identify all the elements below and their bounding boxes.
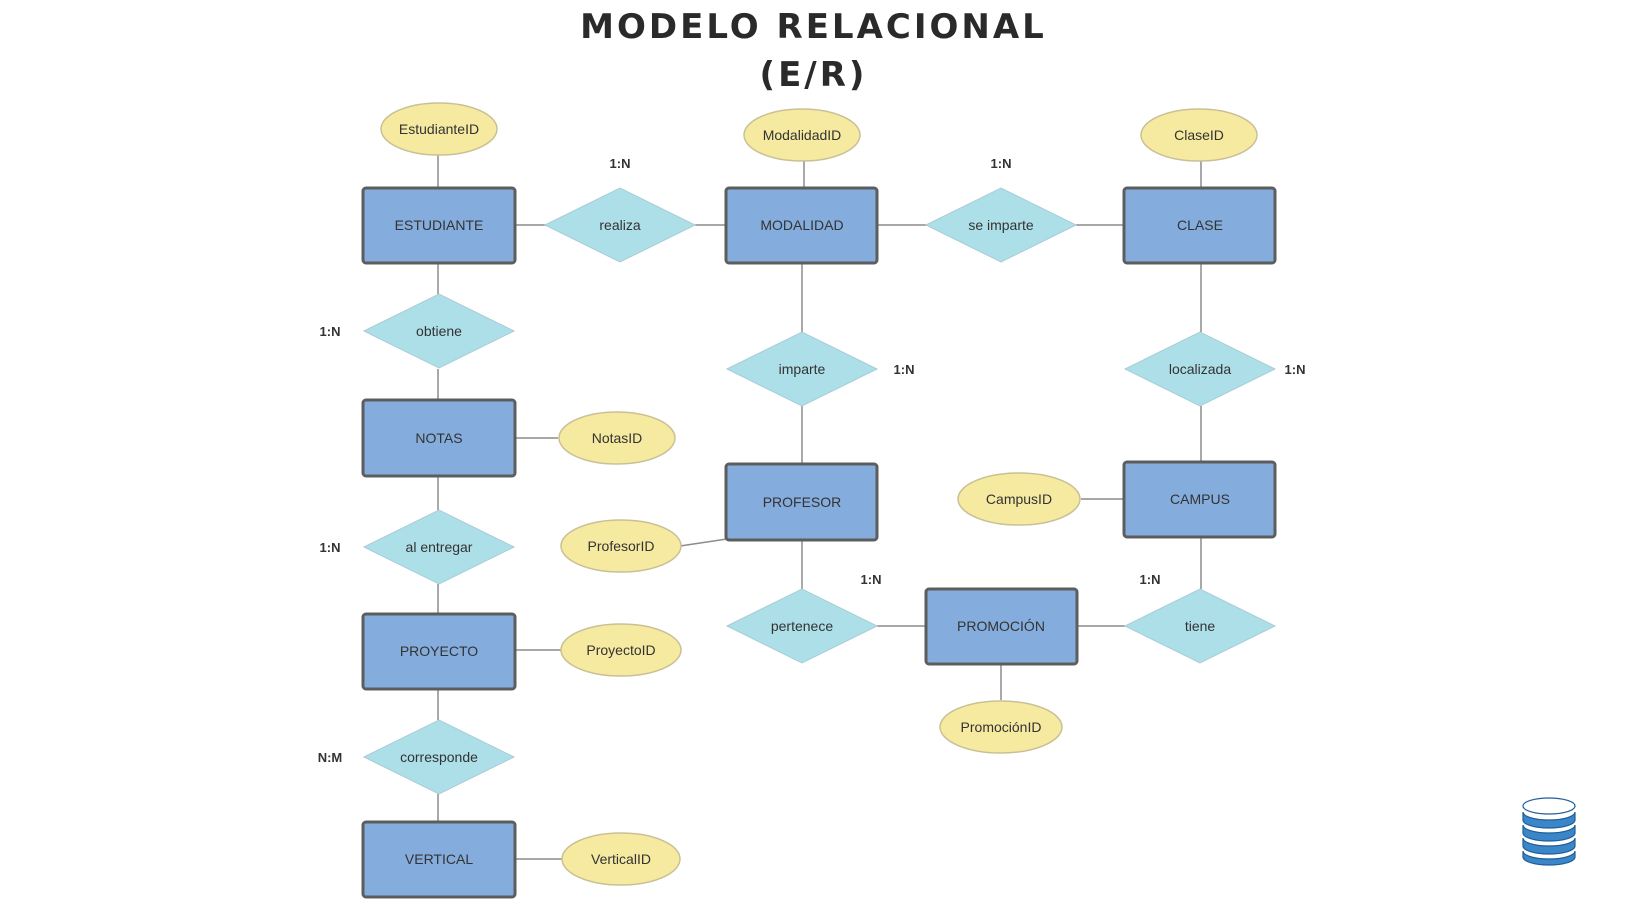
relationship-pertenece: pertenece <box>725 588 879 664</box>
cardinality-al-entregar: 1:N <box>320 540 341 555</box>
page-subtitle: (E/R) <box>759 55 868 95</box>
relationship-realiza: realiza <box>543 187 697 263</box>
attribute-notas-id: NotasID <box>558 411 676 465</box>
relationship-label: se imparte <box>968 217 1034 233</box>
relationship-obtiene: obtiene <box>362 293 516 369</box>
attribute-profesor-id: ProfesorID <box>560 519 682 573</box>
cardinality-corresponde: N:M <box>318 750 343 765</box>
entity-label: NOTAS <box>415 430 462 446</box>
entity-notas: NOTAS <box>361 398 517 478</box>
entity-label: CAMPUS <box>1170 491 1230 507</box>
relationship-al-entregar: al entregar <box>362 509 516 585</box>
relationship-label: obtiene <box>416 323 462 339</box>
entity-vertical: VERTICAL <box>361 820 517 899</box>
entity-profesor: PROFESOR <box>724 462 879 542</box>
entity-proyecto: PROYECTO <box>361 612 517 691</box>
entity-label: PROMOCIÓN <box>957 618 1045 634</box>
connectors <box>437 150 1202 860</box>
attribute-vertical-id: VerticalID <box>561 832 681 886</box>
connector <box>679 538 728 547</box>
cardinality-imparte: 1:N <box>894 362 915 377</box>
relationship-label: corresponde <box>400 749 478 765</box>
entity-clase: CLASE <box>1122 186 1277 265</box>
attribute-label: ProyectoID <box>586 642 655 658</box>
attribute-label: ProfesorID <box>588 538 655 554</box>
attribute-label: ModalidadID <box>763 127 842 143</box>
entity-campus: CAMPUS <box>1122 460 1277 539</box>
cardinality-realiza: 1:N <box>610 156 631 171</box>
page-title: MODELO RELACIONAL <box>580 7 1047 47</box>
attribute-label: PromociónID <box>961 719 1042 735</box>
attribute-clase-id: ClaseID <box>1140 108 1258 162</box>
cardinality-obtiene: 1:N <box>320 324 341 339</box>
entity-label: CLASE <box>1177 217 1223 233</box>
cardinality-pertenece: 1:N <box>861 572 882 587</box>
attribute-modalidad-id: ModalidadID <box>743 108 861 162</box>
relationship-tiene: tiene <box>1123 588 1277 664</box>
relationship-label: realiza <box>599 217 640 233</box>
relationship-label: tiene <box>1185 618 1216 634</box>
relationship-label: pertenece <box>771 618 833 634</box>
relationship-label: al entregar <box>406 539 473 555</box>
relationship-se-imparte: se imparte <box>924 187 1078 263</box>
attribute-label: NotasID <box>592 430 643 446</box>
entity-label: ESTUDIANTE <box>395 217 484 233</box>
entity-estudiante: ESTUDIANTE <box>361 186 517 265</box>
relationship-label: imparte <box>779 361 826 377</box>
attribute-promocion-id: PromociónID <box>939 700 1063 754</box>
entity-label: PROYECTO <box>400 643 478 659</box>
attribute-proyecto-id: ProyectoID <box>560 623 682 677</box>
entity-label: PROFESOR <box>763 494 842 510</box>
cardinality-tiene: 1:N <box>1140 572 1161 587</box>
attribute-estudiante-id: EstudianteID <box>380 102 498 156</box>
cardinality-localizada: 1:N <box>1285 362 1306 377</box>
entity-label: MODALIDAD <box>760 217 843 233</box>
entity-label: VERTICAL <box>405 851 473 867</box>
database-icon <box>1522 797 1576 866</box>
attribute-campus-id: CampusID <box>957 472 1081 526</box>
attribute-label: CampusID <box>986 491 1052 507</box>
relationship-imparte: imparte <box>725 331 879 407</box>
attribute-label: VerticalID <box>591 851 651 867</box>
cardinality-se-imparte: 1:N <box>991 156 1012 171</box>
relationship-localizada: localizada <box>1123 331 1277 407</box>
entity-modalidad: MODALIDAD <box>724 186 879 265</box>
relationship-label: localizada <box>1169 361 1231 377</box>
attribute-label: EstudianteID <box>399 121 479 137</box>
relationship-corresponde: corresponde <box>362 719 516 795</box>
attribute-label: ClaseID <box>1174 127 1224 143</box>
entity-promocion: PROMOCIÓN <box>924 587 1079 666</box>
